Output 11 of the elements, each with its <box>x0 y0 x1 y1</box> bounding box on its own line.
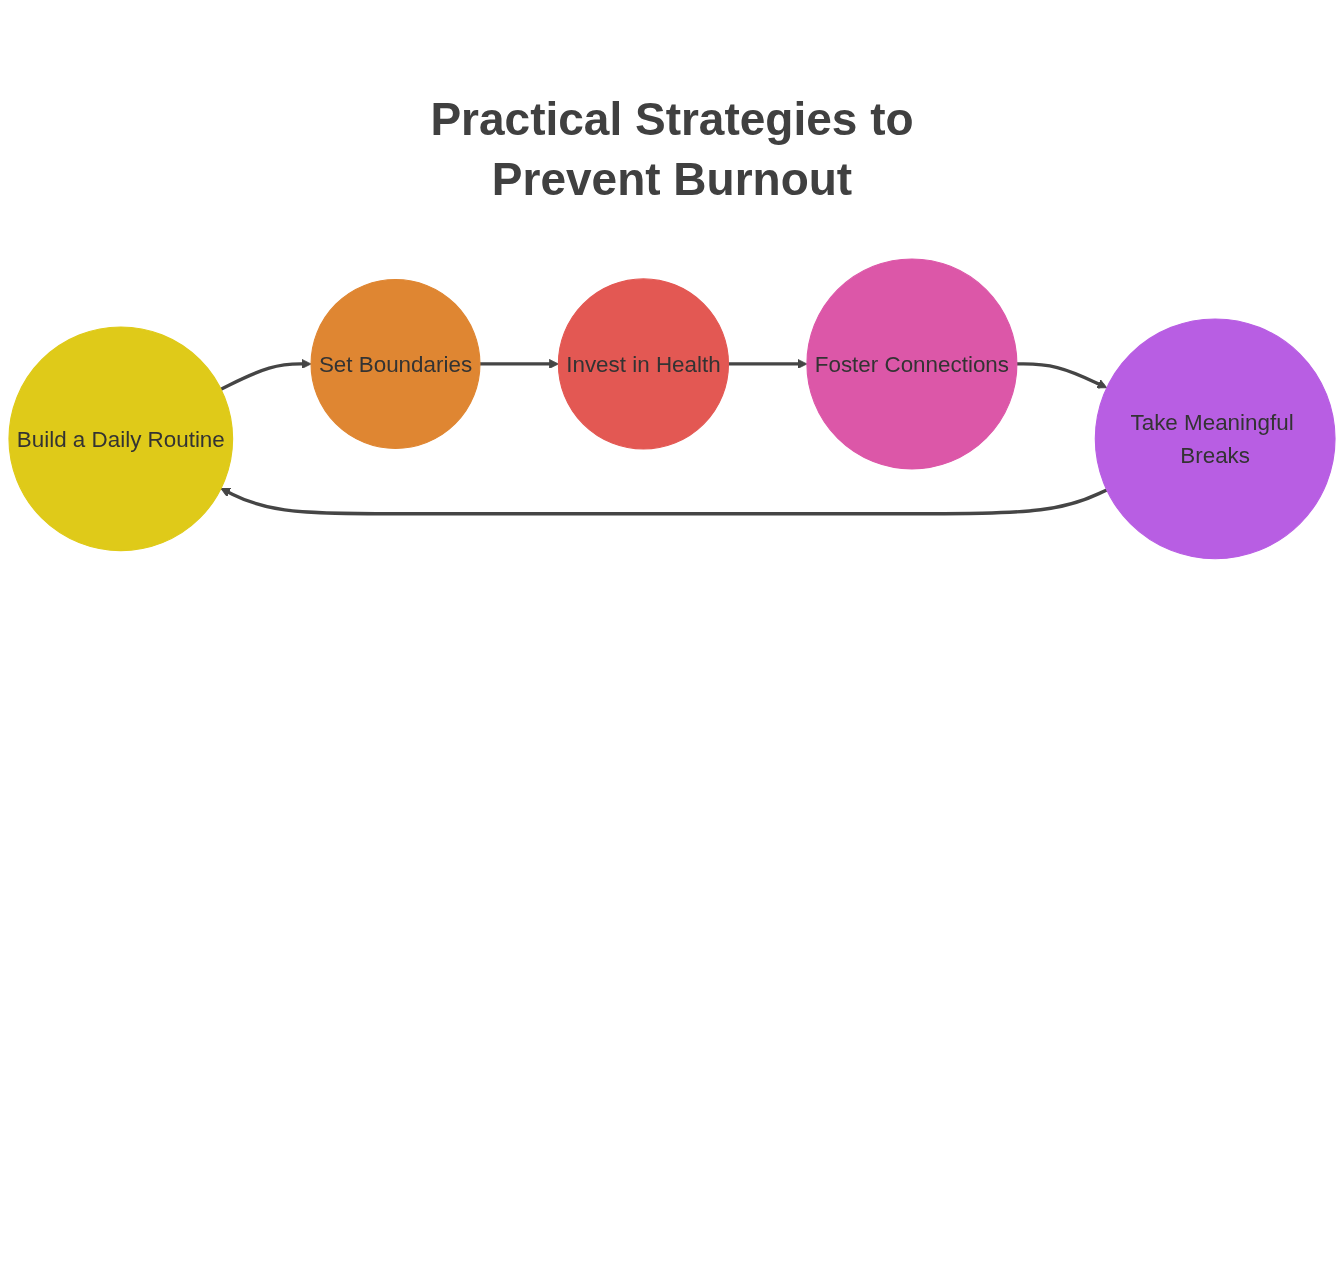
arrow <box>220 487 1108 515</box>
arrow <box>1016 361 1108 389</box>
diagram-title: Practical Strategies to Prevent Burnout <box>429 92 915 207</box>
step-circle: Build a Daily Routine <box>8 326 234 551</box>
arrow <box>220 358 312 391</box>
step-circle: Take Meaningful Breaks <box>1094 318 1336 559</box>
step-circle: Foster Connections <box>806 258 1018 470</box>
step-circle: Invest in Health <box>557 277 730 450</box>
step-circle: Set Boundaries <box>310 278 481 449</box>
arrow <box>479 358 559 369</box>
arrow <box>728 358 808 369</box>
